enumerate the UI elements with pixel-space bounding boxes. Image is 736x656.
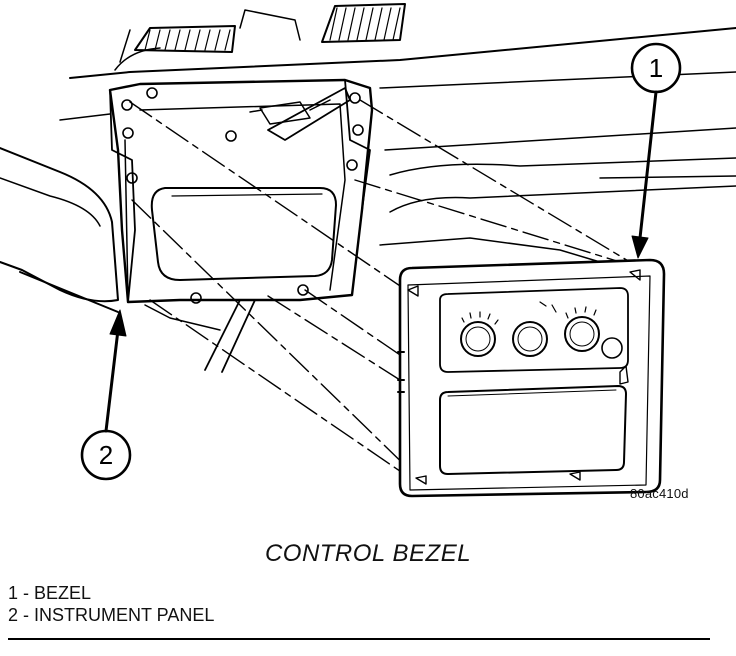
legend-item-instrument-panel: 2 - INSTRUMENT PANEL [8,605,215,625]
figure-caption: CONTROL BEZEL [264,540,472,567]
callout-2 [80,309,132,481]
instrument-panel [0,3,736,313]
vent-right [321,3,406,43]
panel-opening-frame [108,78,374,373]
figure-code: 80ac410d [630,486,689,501]
legend-item-bezel: 1 - BEZEL [8,583,92,603]
callout-2-number: 2 [99,440,113,470]
callout-1-number: 1 [649,53,663,83]
control-bezel-diagram: 1 2 [0,3,736,498]
legend: 1 - BEZEL 2 - INSTRUMENT PANEL [8,582,214,626]
vent-left [134,25,236,53]
bottom-divider [8,638,710,640]
callout-1 [630,42,682,259]
control-bezel [397,258,666,498]
